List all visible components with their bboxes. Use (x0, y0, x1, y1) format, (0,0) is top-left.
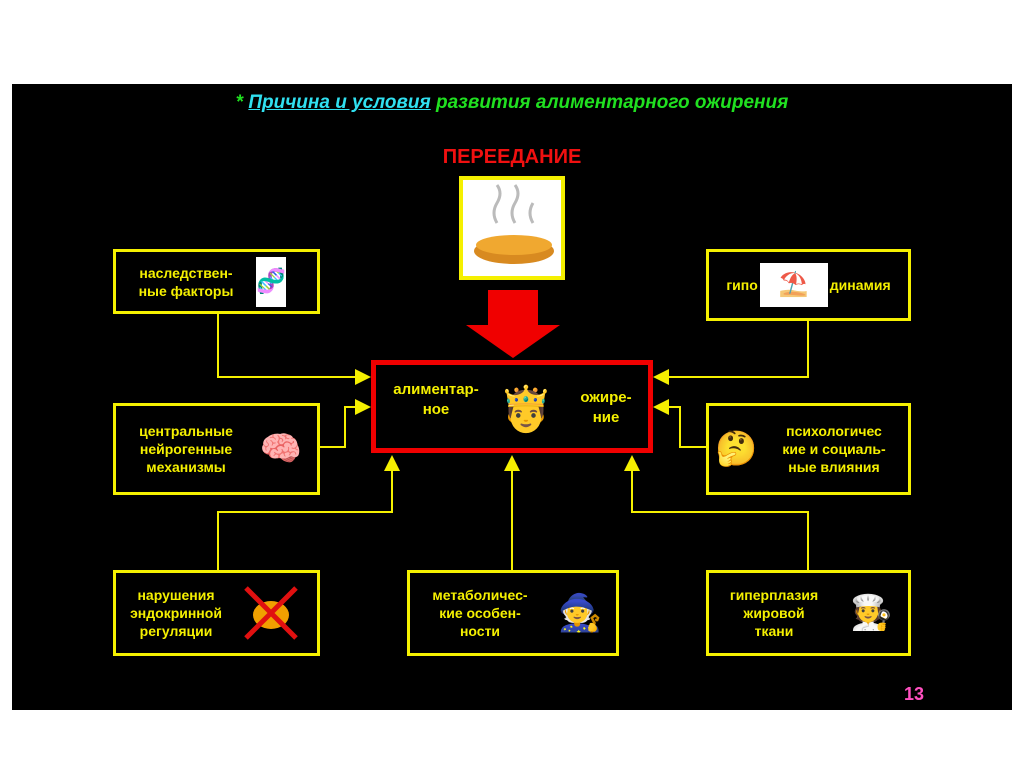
box-hyperplasia: гиперплазия жировой ткани 🧑‍🍳 (706, 570, 911, 656)
center-text-left: алиментар- ное (393, 381, 479, 418)
page-number: 13 (903, 684, 924, 704)
slide: * Причина и условия развития алиментарно… (12, 84, 1012, 710)
dynamia-text: динамия (829, 277, 891, 293)
hypo-text: гипо (726, 277, 758, 293)
center-text-right: ожире- ние (580, 389, 632, 426)
alimentary-obesity-box: алиментар- ное 🤴 ожире- ние (371, 360, 653, 453)
overeating-label: ПЕРЕЕДАНИЕ (442, 146, 582, 168)
crossed-gland-icon (236, 583, 306, 643)
fat-king-icon: 🤴 (498, 385, 554, 434)
box-central: центральные нейрогенные механизмы 🧠 (113, 403, 320, 495)
title-rest: развития алиментарного ожирения (430, 92, 789, 113)
slide-title: * Причина и условия развития алиментарно… (12, 92, 1012, 114)
hyperplasia-text: гиперплазия жировой ткани (729, 587, 819, 639)
beach-icon: ⛱️ (759, 263, 828, 307)
connector-psych (653, 399, 706, 448)
box-hypodynamia: гипо ⛱️ динамия (706, 249, 911, 321)
box-endocrine: нарушения эндокринной регуляции (113, 570, 320, 656)
box-metabolic: метаболичес- кие особен- ности 🧙 (407, 570, 619, 656)
title-star: * (235, 92, 249, 113)
fat-person-icon: 🧑‍🍳 (850, 594, 893, 632)
food-image (459, 176, 565, 280)
box-heredity: наследствен- ные факторы 🧬 (113, 249, 320, 314)
thinking-person-icon: 🤔 (715, 430, 758, 468)
connector-central (320, 399, 371, 448)
connector-hypodynamia (653, 321, 809, 385)
connector-endocrine (217, 455, 400, 570)
psych-text: психологичес кие и социаль- ные влияния (782, 423, 886, 475)
heredity-text: наследствен- ные факторы (138, 264, 234, 299)
central-text: центральные нейрогенные механизмы (139, 423, 233, 475)
dna-icon: 🧬 (256, 256, 286, 307)
title-link[interactable]: Причина и условия (248, 92, 431, 113)
witch-icon: 🧙 (557, 592, 603, 633)
endocrine-text: нарушения эндокринной регуляции (130, 587, 222, 639)
red-arrow (466, 290, 560, 358)
brain-icon: 🧠 (259, 430, 303, 468)
connectors (217, 290, 809, 570)
connector-heredity (217, 314, 371, 385)
metabolic-text: метаболичес- кие особен- ности (432, 587, 528, 639)
connector-hyperplasia (624, 455, 809, 570)
box-psych: 🤔 психологичес кие и социаль- ные влияни… (706, 403, 911, 495)
